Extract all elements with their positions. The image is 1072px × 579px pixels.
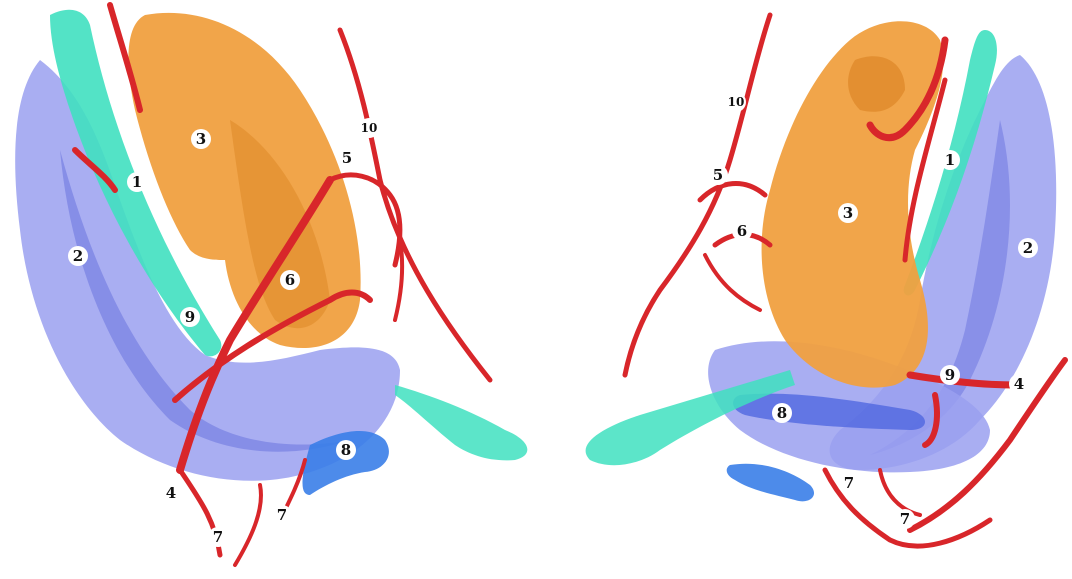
right-label-2: 2 [1018, 238, 1038, 258]
right-label-10: 10 [726, 92, 746, 112]
right-label-5: 5 [708, 165, 728, 185]
svg-text:10: 10 [728, 95, 745, 109]
left-label-7b: 7 [272, 505, 292, 525]
right-label-3: 3 [838, 203, 858, 223]
left-label-5: 5 [337, 148, 357, 168]
svg-text:7: 7 [844, 474, 854, 492]
svg-text:8: 8 [777, 404, 787, 422]
svg-text:3: 3 [196, 130, 206, 148]
right-label-9: 9 [940, 365, 960, 385]
svg-text:4: 4 [166, 484, 176, 502]
svg-text:6: 6 [737, 222, 747, 240]
left-label-9: 9 [180, 307, 200, 327]
left-label-6: 6 [280, 270, 300, 290]
right-label-7a: 7 [839, 473, 859, 493]
left-label-3: 3 [191, 129, 211, 149]
left-structure-1-tail [395, 385, 527, 460]
left-label-2: 2 [68, 246, 88, 266]
left-view: 1 2 3 4 5 6 7 7 8 9 10 [15, 5, 527, 565]
svg-text:1: 1 [945, 151, 955, 169]
right-label-4: 4 [1009, 374, 1029, 394]
svg-text:10: 10 [361, 121, 378, 135]
svg-text:9: 9 [945, 366, 955, 384]
svg-text:8: 8 [341, 441, 351, 459]
svg-text:3: 3 [843, 204, 853, 222]
left-label-7a: 7 [208, 527, 228, 547]
left-label-8: 8 [336, 440, 356, 460]
svg-text:7: 7 [277, 506, 287, 524]
svg-text:6: 6 [285, 271, 295, 289]
svg-text:7: 7 [213, 528, 223, 546]
right-label-1: 1 [940, 150, 960, 170]
left-label-10: 10 [359, 118, 379, 138]
svg-text:7: 7 [900, 510, 910, 528]
right-view: 1 2 3 4 5 6 7 7 8 9 10 [586, 15, 1065, 546]
svg-text:2: 2 [1023, 239, 1033, 257]
right-structure-8 [727, 464, 814, 502]
right-label-8: 8 [772, 403, 792, 423]
left-label-1: 1 [127, 172, 147, 192]
left-label-4: 4 [161, 483, 181, 503]
svg-text:9: 9 [185, 308, 195, 326]
svg-text:4: 4 [1014, 375, 1024, 393]
svg-text:5: 5 [342, 149, 352, 167]
right-label-7b: 7 [895, 509, 915, 529]
svg-text:2: 2 [73, 247, 83, 265]
right-label-6: 6 [732, 221, 752, 241]
svg-text:1: 1 [132, 173, 142, 191]
svg-text:5: 5 [713, 166, 723, 184]
